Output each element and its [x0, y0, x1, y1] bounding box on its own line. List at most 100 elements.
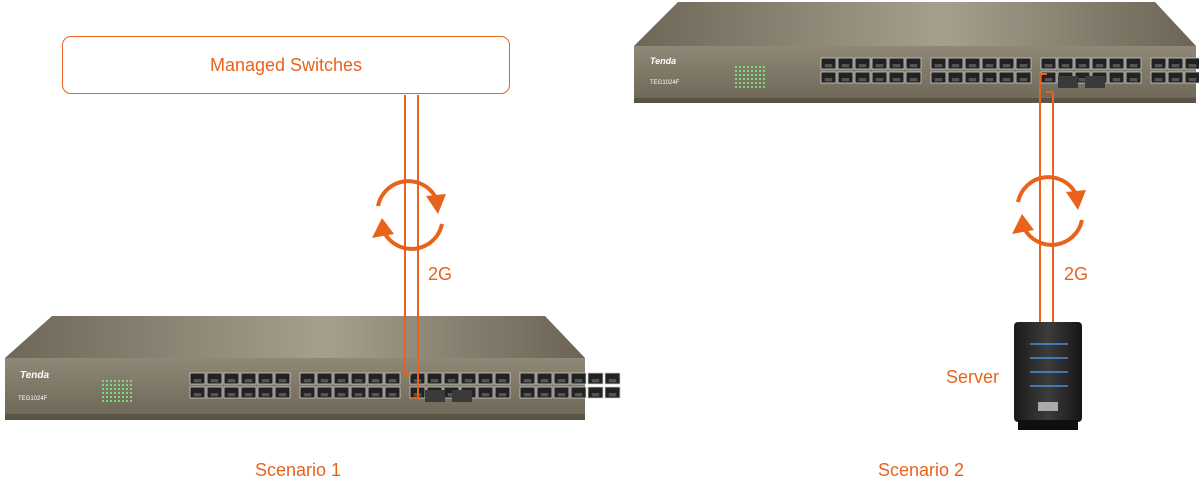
rj45-port	[947, 71, 964, 84]
rj45-port	[998, 71, 1015, 84]
led	[743, 78, 745, 80]
port-contact	[909, 64, 918, 68]
sync-icon	[372, 179, 446, 251]
rj45-port	[1108, 71, 1125, 84]
led	[755, 66, 757, 68]
led	[118, 388, 120, 390]
led	[102, 400, 104, 402]
rj45-port	[553, 386, 570, 399]
led	[763, 74, 765, 76]
led	[110, 380, 112, 382]
rj45-port	[871, 57, 888, 70]
led	[110, 400, 112, 402]
port-contact	[244, 379, 253, 383]
port-contact	[1044, 64, 1053, 68]
rj45-port	[604, 386, 621, 399]
led	[114, 380, 116, 382]
led	[102, 380, 104, 382]
port-contact	[1171, 78, 1180, 82]
led	[759, 66, 761, 68]
led	[755, 78, 757, 80]
rj45-port	[274, 386, 291, 399]
port-contact	[1044, 78, 1053, 82]
led	[114, 400, 116, 402]
rj45-port	[820, 57, 837, 70]
port-contact	[337, 379, 346, 383]
rj45-port	[1015, 71, 1032, 84]
port-contact	[591, 379, 600, 383]
rj45-port	[519, 372, 536, 385]
led	[739, 78, 741, 80]
port-contact	[447, 379, 456, 383]
led	[735, 78, 737, 80]
led	[739, 74, 741, 76]
port-contact	[320, 393, 329, 397]
led	[114, 392, 116, 394]
led	[747, 78, 749, 80]
led	[102, 384, 104, 386]
led	[763, 70, 765, 72]
port-contact	[227, 393, 236, 397]
rj45-port	[1015, 57, 1032, 70]
rj45-port	[189, 372, 206, 385]
rj45-port	[854, 71, 871, 84]
rj45-port	[905, 71, 922, 84]
led	[106, 400, 108, 402]
rj45-port	[1150, 57, 1167, 70]
rj45-port	[854, 57, 871, 70]
sfp-slot	[1085, 76, 1105, 88]
port-contact	[557, 393, 566, 397]
rj45-port	[1108, 57, 1125, 70]
rj45-port	[223, 372, 240, 385]
rj45-port	[1040, 57, 1057, 70]
port-contact	[1078, 78, 1087, 82]
rj45-port	[604, 372, 621, 385]
port-contact	[1112, 78, 1121, 82]
led	[130, 400, 132, 402]
led	[747, 86, 749, 88]
rj45-port	[316, 386, 333, 399]
led	[739, 86, 741, 88]
rj45-port	[570, 372, 587, 385]
led	[739, 70, 741, 72]
sfp-slot	[452, 390, 472, 402]
rj45-port	[837, 57, 854, 70]
rj45-port	[1125, 71, 1142, 84]
port-contact	[985, 78, 994, 82]
rj45-port	[494, 386, 511, 399]
port-contact	[1002, 78, 1011, 82]
rj45-port	[1125, 57, 1142, 70]
port-contact	[447, 393, 456, 397]
led	[747, 74, 749, 76]
rj45-port	[964, 57, 981, 70]
led	[747, 82, 749, 84]
led	[126, 388, 128, 390]
port-contact	[303, 379, 312, 383]
led	[735, 82, 737, 84]
rj45-port	[443, 372, 460, 385]
link-scenario-1	[404, 95, 419, 399]
led	[755, 74, 757, 76]
led	[110, 392, 112, 394]
port-contact	[244, 393, 253, 397]
led	[763, 82, 765, 84]
led	[110, 384, 112, 386]
port-contact	[371, 393, 380, 397]
model-label: TEG1024F	[18, 396, 48, 402]
port-contact	[193, 393, 202, 397]
port-contact	[481, 393, 490, 397]
port-contact	[951, 64, 960, 68]
rj45-port	[553, 372, 570, 385]
rj45-port	[477, 372, 494, 385]
port-contact	[540, 379, 549, 383]
port-contact	[210, 379, 219, 383]
rj45-port	[240, 372, 257, 385]
port-contact	[892, 64, 901, 68]
rj45-port	[299, 386, 316, 399]
led	[759, 86, 761, 88]
port-contact	[523, 393, 532, 397]
rj45-port	[274, 372, 291, 385]
led	[759, 78, 761, 80]
led	[110, 388, 112, 390]
port-contact	[1154, 78, 1163, 82]
